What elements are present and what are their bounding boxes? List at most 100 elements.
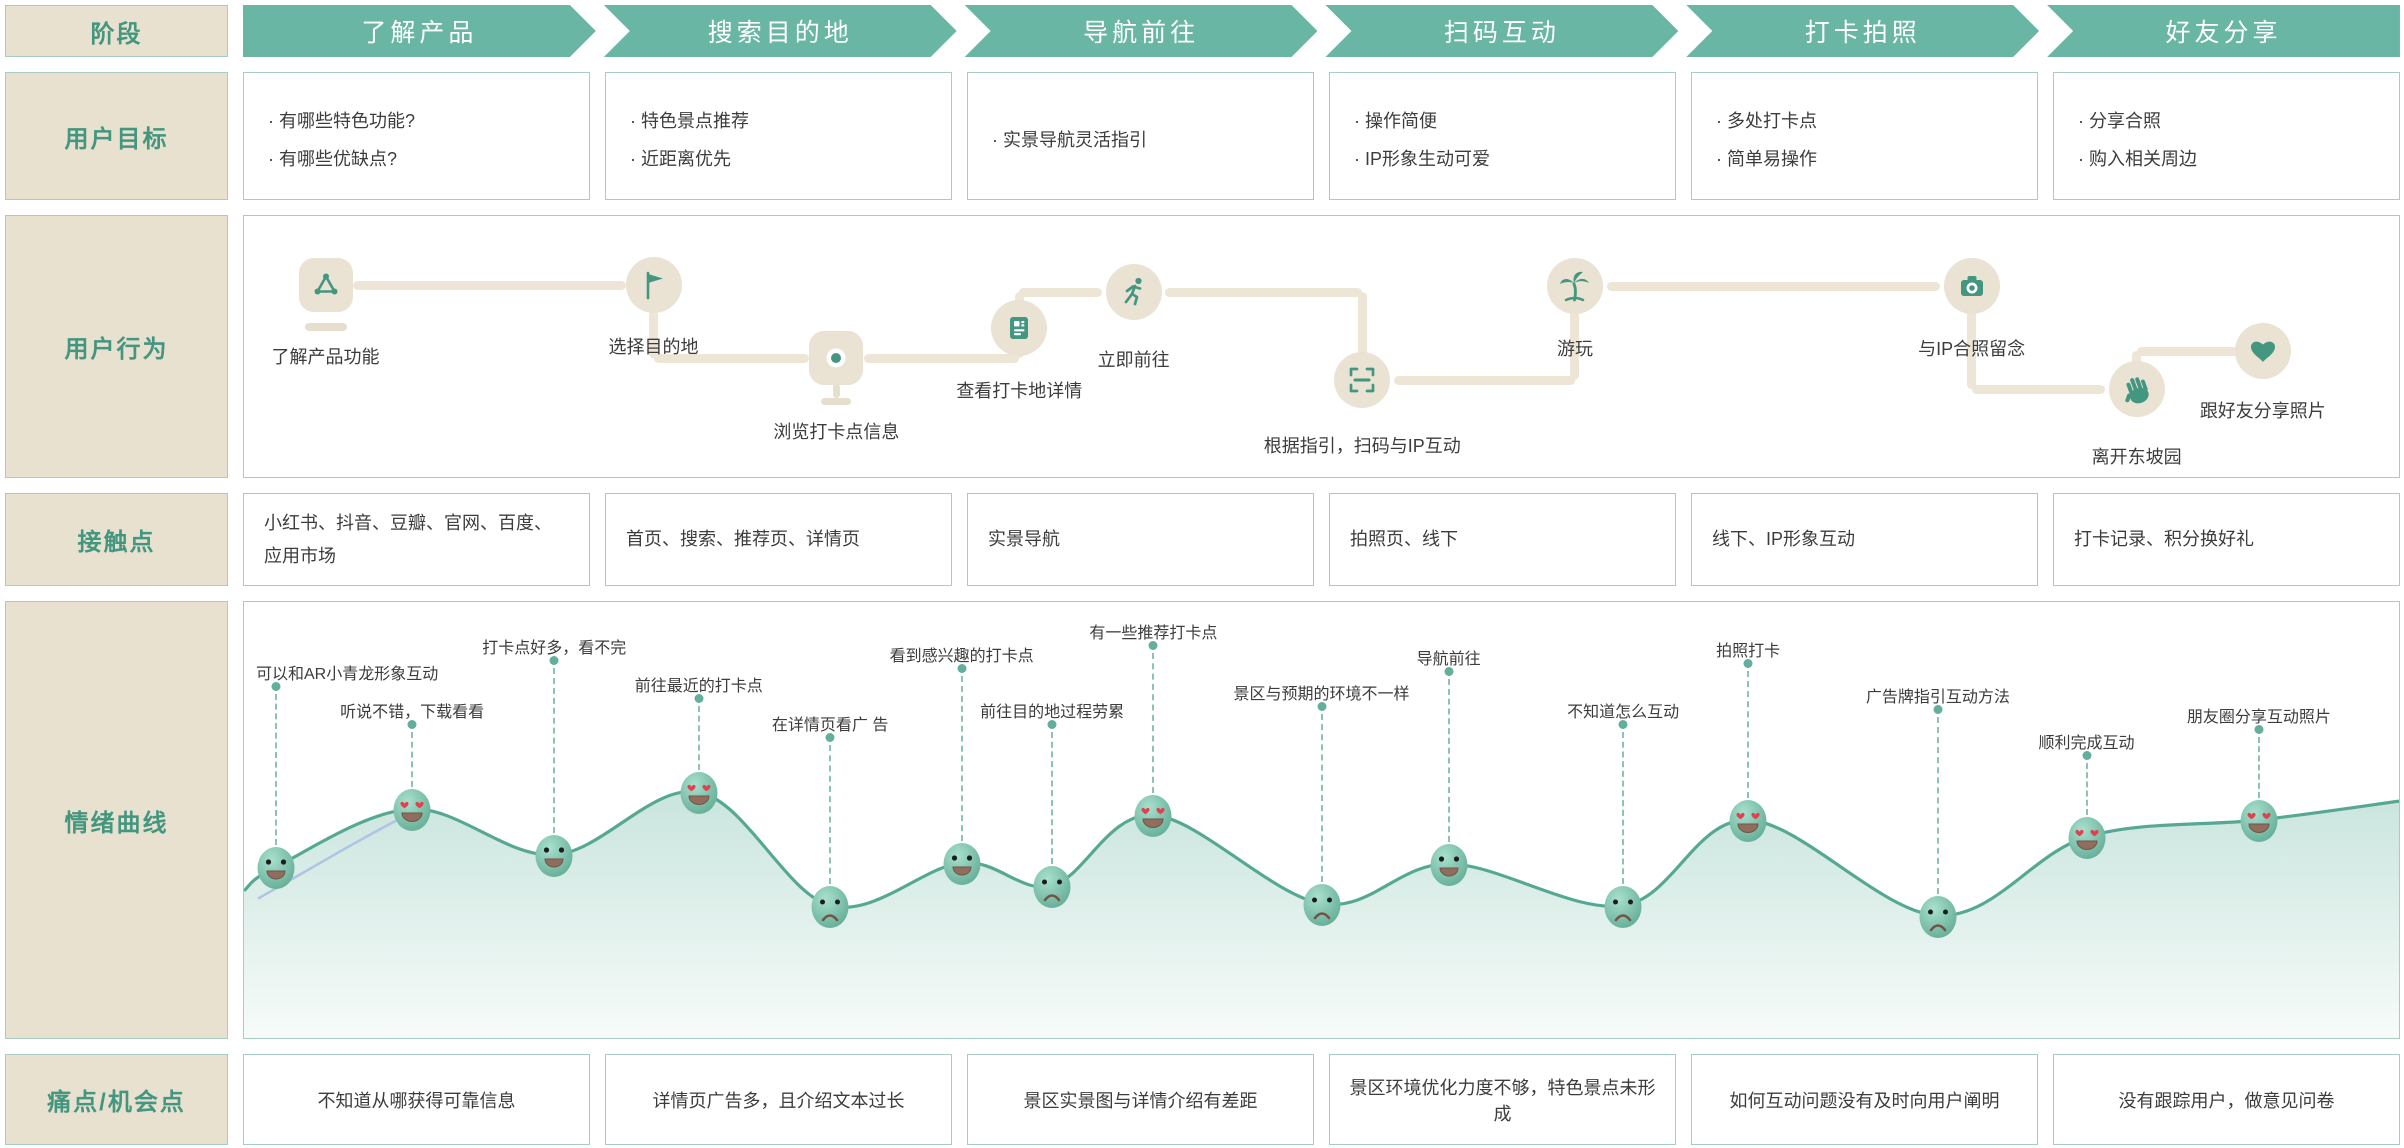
- behavior-step-label: 查看打卡地详情: [956, 381, 1083, 401]
- row-label-touchpoints: 接触点: [5, 493, 228, 586]
- pain-point-text: 详情页广告多，且介绍文本过长: [652, 1090, 905, 1111]
- pain-point-text: 没有跟踪用户，做意见问卷: [2118, 1090, 2335, 1111]
- emotion-face-happy: [534, 834, 574, 878]
- stage-arrow: 好友分享: [2047, 5, 2400, 57]
- behavior-node: [809, 331, 864, 385]
- annotation-leader-line: [2257, 737, 2260, 798]
- behavior-node: [1105, 264, 1162, 320]
- touchpoint-text: 拍照页、线下: [1350, 529, 1458, 550]
- camera-icon: [1960, 276, 1983, 296]
- pain-cell: 如何互动问题没有及时向用户阐明: [1691, 1054, 2038, 1145]
- behavior-node: [1546, 258, 1603, 314]
- behavior-node: [625, 257, 682, 313]
- annotation-leader-line: [1152, 653, 1155, 793]
- annotation-dot: [407, 720, 417, 729]
- annotation-dot: [549, 656, 559, 665]
- behavior-step-label: 选择目的地: [608, 337, 699, 357]
- touch-cell: 实景导航: [967, 493, 1314, 586]
- emotion-annotation-label: 广告牌指引互动方法: [1865, 689, 2010, 706]
- annotation-dot: [2082, 751, 2092, 760]
- pain-point-text: 景区实景图与详情介绍有差距: [1023, 1090, 1258, 1111]
- emotion-face-sad: [1918, 895, 1958, 939]
- pain-cell: 没有跟踪用户，做意见问卷: [2053, 1054, 2400, 1145]
- annotation-dot: [1933, 705, 1943, 714]
- behavior-step-label: 浏览打卡点信息: [773, 422, 900, 442]
- detail-page-icon: [1010, 317, 1029, 339]
- row-label-emotion: 情绪曲线: [5, 601, 228, 1039]
- emotion-annotation-label: 看到感兴趣的打卡点: [889, 648, 1034, 665]
- flow-connector: [1019, 287, 1102, 297]
- touchpoint-text: 实景导航: [988, 529, 1060, 550]
- behavior-node: [2108, 361, 2165, 417]
- goal-item: 购入相关周边: [2078, 140, 2375, 178]
- emotion-face-love: [1728, 799, 1768, 843]
- emotion-annotation-label: 在详情页看广 告: [771, 717, 889, 734]
- annotation-leader-line: [411, 732, 414, 787]
- pain-point-text: 不知道从哪获得可靠信息: [317, 1090, 516, 1111]
- goal-item: 实景导航灵活指引: [992, 121, 1289, 159]
- wave-hand-icon: [2124, 377, 2149, 404]
- goal-item: 有哪些特色功能?: [268, 102, 565, 140]
- icon-pedestal: [304, 323, 347, 331]
- touchpoint-text: 小红书、抖音、豆瓣、官网、百度、应用市场: [264, 513, 552, 566]
- behavior-step-label: 游玩: [1556, 339, 1593, 359]
- annotation-dot: [1618, 720, 1628, 729]
- stage-arrow: 搜索目的地: [604, 5, 957, 57]
- flow-connector: [1165, 287, 1363, 297]
- flow-connector: [1570, 286, 1580, 380]
- behavior-node: [1943, 258, 2000, 314]
- annotation-leader-line: [1051, 732, 1054, 864]
- icon-pedestal: [832, 384, 840, 398]
- annotation-leader-line: [1622, 732, 1625, 884]
- behavior-node: [2234, 323, 2291, 379]
- annotation-leader-line: [960, 676, 963, 841]
- goal-cell: 操作简便IP形象生动可爱: [1329, 72, 1676, 200]
- goal-item: 多处打卡点: [1716, 102, 2013, 140]
- annotation-dot: [1148, 641, 1158, 650]
- emotion-face-love: [2239, 799, 2279, 843]
- flow-connector: [2136, 346, 2263, 356]
- emotion-face-happy: [942, 842, 982, 886]
- annotation-dot: [957, 664, 967, 673]
- flow-connector: [649, 311, 659, 358]
- emotion-curve-panel: 可以和AR小青龙形象互动听说不错，下载看看打卡点好多，看不完前往最近的打卡点在详…: [243, 601, 2400, 1039]
- icon-pedestal: [821, 398, 852, 405]
- emotion-face-love: [679, 771, 719, 815]
- pain-point-text: 如何互动问题没有及时向用户阐明: [1729, 1090, 2000, 1111]
- touchpoint-text: 首页、搜索、推荐页、详情页: [626, 529, 860, 550]
- annotation-leader-line: [1936, 717, 1939, 894]
- annotation-dot: [2254, 725, 2264, 734]
- goal-cell: 实景导航灵活指引: [967, 72, 1314, 200]
- touchpoints-row: 小红书、抖音、豆瓣、官网、百度、应用市场 首页、搜索、推荐页、详情页 实景导航 拍照页…: [243, 493, 2400, 586]
- emotion-face-sad: [1032, 865, 1072, 909]
- behavior-step-label: 了解产品功能: [271, 347, 380, 367]
- goal-item: 有哪些优缺点?: [268, 140, 565, 178]
- pain-point-text: 景区环境优化力度不够，特色景点未形成: [1349, 1077, 1656, 1124]
- annotation-leader-line: [2085, 763, 2088, 815]
- flow-connector: [1357, 292, 1367, 380]
- emotion-annotation-label: 顺利完成互动: [2038, 735, 2135, 752]
- touchpoint-text: 打卡记录、积分换好礼: [2074, 529, 2254, 550]
- emotion-annotation-label: 打卡点好多，看不完: [482, 640, 627, 657]
- stages-row: 了解产品搜索目的地导航前往扫码互动打卡拍照好友分享: [243, 5, 2400, 57]
- goal-cell: 多处打卡点简单易操作: [1691, 72, 2038, 200]
- flow-connector: [1971, 384, 2105, 394]
- annotation-dot: [694, 694, 704, 703]
- flow-connector: [1394, 375, 1575, 385]
- goal-cell: 有哪些特色功能?有哪些优缺点?: [243, 72, 590, 200]
- emotion-annotation-label: 导航前往: [1416, 651, 1481, 668]
- flag-icon: [646, 271, 663, 300]
- emotion-annotation-label: 听说不错，下载看看: [340, 704, 485, 721]
- lens-icon: [826, 348, 846, 368]
- runner-icon: [1124, 277, 1142, 306]
- annotation-dot: [1317, 702, 1326, 711]
- pain-cell: 景区环境优化力度不够，特色景点未形成: [1329, 1054, 1676, 1145]
- stage-arrow: 打卡拍照: [1686, 5, 2039, 57]
- touch-cell: 拍照页、线下: [1329, 493, 1676, 586]
- flow-connector: [864, 353, 1020, 363]
- goals-row: 有哪些特色功能?有哪些优缺点?特色景点推荐近距离优先实景导航灵活指引操作简便IP…: [243, 72, 2400, 200]
- goal-cell: 特色景点推荐近距离优先: [605, 72, 952, 200]
- annotation-leader-line: [1447, 679, 1450, 842]
- emotion-annotation-label: 不知道怎么互动: [1567, 704, 1680, 721]
